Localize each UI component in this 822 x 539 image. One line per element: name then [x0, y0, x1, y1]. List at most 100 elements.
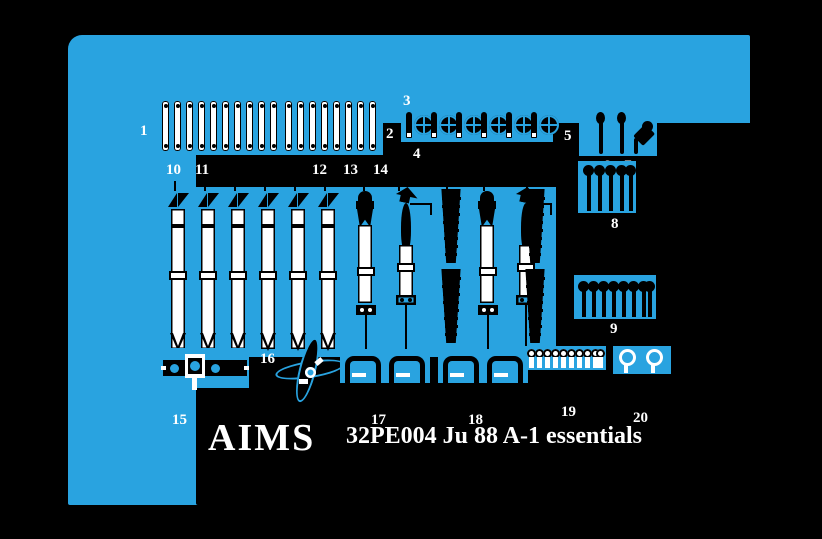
sprue-gate [398, 181, 400, 191]
arch-tab [494, 373, 508, 377]
strip-icon [369, 101, 376, 151]
pin-icon [625, 165, 636, 176]
wheel-icon [489, 115, 509, 135]
part-label-11: 11 [195, 162, 210, 178]
pin-icon [641, 287, 646, 317]
part-label-8: 8 [611, 216, 619, 232]
part-label-3: 3 [403, 93, 411, 109]
rivet-icon [593, 357, 598, 368]
rosette-icon [619, 349, 636, 366]
arch-icon [487, 356, 523, 388]
pin-icon [611, 287, 616, 317]
sprue-gate [264, 181, 266, 191]
antenna-bent-icon [642, 121, 653, 132]
rivet-icon [575, 349, 584, 358]
rosette-stem [650, 364, 655, 373]
part-label-20: 20 [633, 410, 648, 426]
pin-icon [628, 171, 633, 211]
part-label-19: 19 [561, 404, 576, 420]
oleo-leg-icon [456, 112, 462, 138]
part-label-13: 13 [343, 162, 358, 178]
sprue-gate [446, 181, 448, 191]
sprue-gate [363, 181, 365, 191]
pin-icon [608, 281, 619, 292]
pin-icon [588, 281, 599, 292]
brand-logo: AIMS [208, 417, 316, 459]
pin-icon [605, 165, 616, 176]
rivet-icon [598, 357, 603, 368]
group-propeller [271, 338, 347, 402]
group-rivet-strip [524, 346, 606, 370]
instrument-dial [211, 364, 220, 373]
pin-icon [598, 281, 609, 292]
strip-icon [309, 101, 316, 151]
strip-icon [258, 101, 265, 151]
strip-icon [162, 101, 169, 151]
rivet-icon [567, 349, 576, 358]
fret-card: 1 3 2 4 [68, 35, 788, 505]
rivet-icon [529, 357, 534, 368]
wheel-icon [539, 115, 559, 135]
part-label-17: 17 [371, 412, 386, 428]
pin-icon [594, 165, 605, 176]
antenna-icon [619, 118, 624, 154]
strip-icon [285, 101, 292, 151]
pin-icon [608, 171, 613, 211]
rivet-icon [561, 357, 566, 368]
arch-tab [352, 373, 366, 377]
arch-icon [345, 356, 381, 388]
part-label-16: 16 [260, 351, 275, 367]
group-rosette-pair [613, 346, 671, 374]
group-antennas [579, 108, 657, 156]
strip-icon [321, 101, 328, 151]
arch-icon [443, 356, 479, 388]
rivet-icon [553, 357, 558, 368]
sprue-gate [204, 181, 206, 191]
part-label-9: 9 [610, 321, 618, 337]
group-arch-bracket-b [438, 349, 528, 388]
pin-icon [583, 165, 594, 176]
group-instrument-panel [161, 348, 249, 390]
strip-icon [297, 101, 304, 151]
oleo-leg-icon [531, 112, 537, 138]
rivet-icon [535, 349, 544, 358]
instrument-dial [190, 361, 200, 371]
rivet-icon [569, 357, 574, 368]
group-wheels [401, 110, 559, 142]
antenna-bent-icon [634, 138, 638, 154]
strip-icon [186, 101, 193, 151]
rivet-icon [527, 349, 536, 358]
wheel-icon [514, 115, 534, 135]
instrument-dial [170, 364, 179, 373]
sprue-gate [174, 181, 176, 191]
pin-icon [631, 287, 636, 317]
pin-icon [619, 171, 624, 211]
sprue-gate [483, 181, 485, 191]
arch-tab [396, 373, 410, 377]
part-label-4: 4 [413, 146, 421, 162]
pin-icon [586, 171, 591, 211]
strip-icon [198, 101, 205, 151]
sprue-gate [324, 181, 326, 191]
panel-tab [161, 366, 166, 370]
strip-icon [174, 101, 181, 151]
strip-icon [222, 101, 229, 151]
group-pin-row-large [574, 275, 656, 319]
rosette-icon [646, 349, 663, 366]
group-seatbelt-strips [158, 97, 383, 155]
rosette-stem [623, 364, 628, 373]
pin-icon [644, 281, 655, 292]
pin-icon [618, 281, 629, 292]
propeller-hub [305, 367, 316, 378]
group-arch-bracket-a [340, 349, 430, 388]
antenna-icon [598, 118, 603, 154]
strip-icon [357, 101, 364, 151]
pin-icon [601, 287, 606, 317]
part-label-15: 15 [172, 412, 187, 428]
sprue-gate [234, 181, 236, 191]
part-label-10: 10 [166, 162, 181, 178]
rivet-icon [543, 349, 552, 358]
wheel-icon [414, 115, 434, 135]
sprue-gate [294, 181, 296, 191]
